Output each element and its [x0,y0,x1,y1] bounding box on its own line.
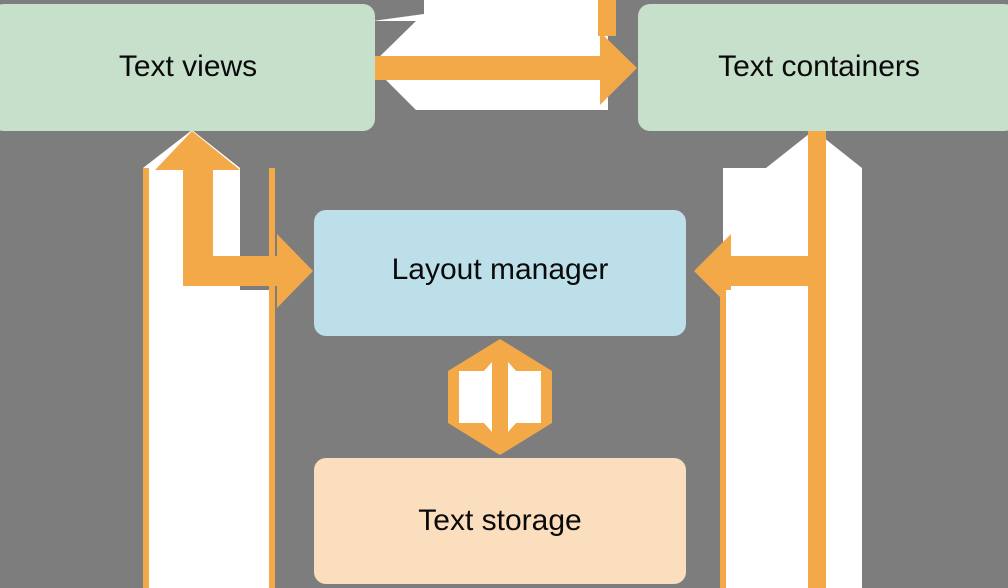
top-white-vertical-stub [424,0,608,30]
node-layout-manager-label: Layout manager [392,253,609,286]
left-rail-inner [269,286,275,588]
node-text-views-box[interactable] [0,4,375,131]
node-text-views-label: Text views [119,50,257,83]
node-text-storage[interactable]: Text storage [314,458,686,584]
left-white-down-band [143,290,275,588]
left-rail-outer [143,168,149,588]
top-orange-vertical-stub [598,0,616,36]
right-rail-outer [720,286,726,588]
node-text-containers-label: Text containers [718,50,920,83]
right-white-cover [826,281,862,588]
node-layout-manager-box[interactable] [314,210,686,336]
top-orange-right-arrow [375,32,637,105]
vertical-arrow-inner-left [459,362,492,432]
right-white-cover-2 [726,290,808,588]
connector-layoutmanager-to-text-views [143,130,313,588]
node-text-containers[interactable]: Text containers [638,4,1008,131]
right-rail-inner [808,281,826,588]
node-layout-manager[interactable]: Layout manager [314,210,686,336]
node-text-containers-box[interactable] [638,4,1008,131]
connector-text-containers-to-layoutmanager [694,130,862,588]
right-orange-elbow-arrow [694,131,826,308]
connector-text-views-to-text-containers [371,0,637,110]
connector-layoutmanager-to-text-storage [448,339,552,455]
vertical-arrow-inner-right [508,362,541,432]
left-rail-inner-top [269,168,275,286]
node-text-views[interactable]: Text views [0,4,375,131]
vertical-double-arrow-body [448,339,552,455]
node-text-storage-box[interactable] [314,458,686,584]
node-text-storage-label: Text storage [418,504,581,537]
